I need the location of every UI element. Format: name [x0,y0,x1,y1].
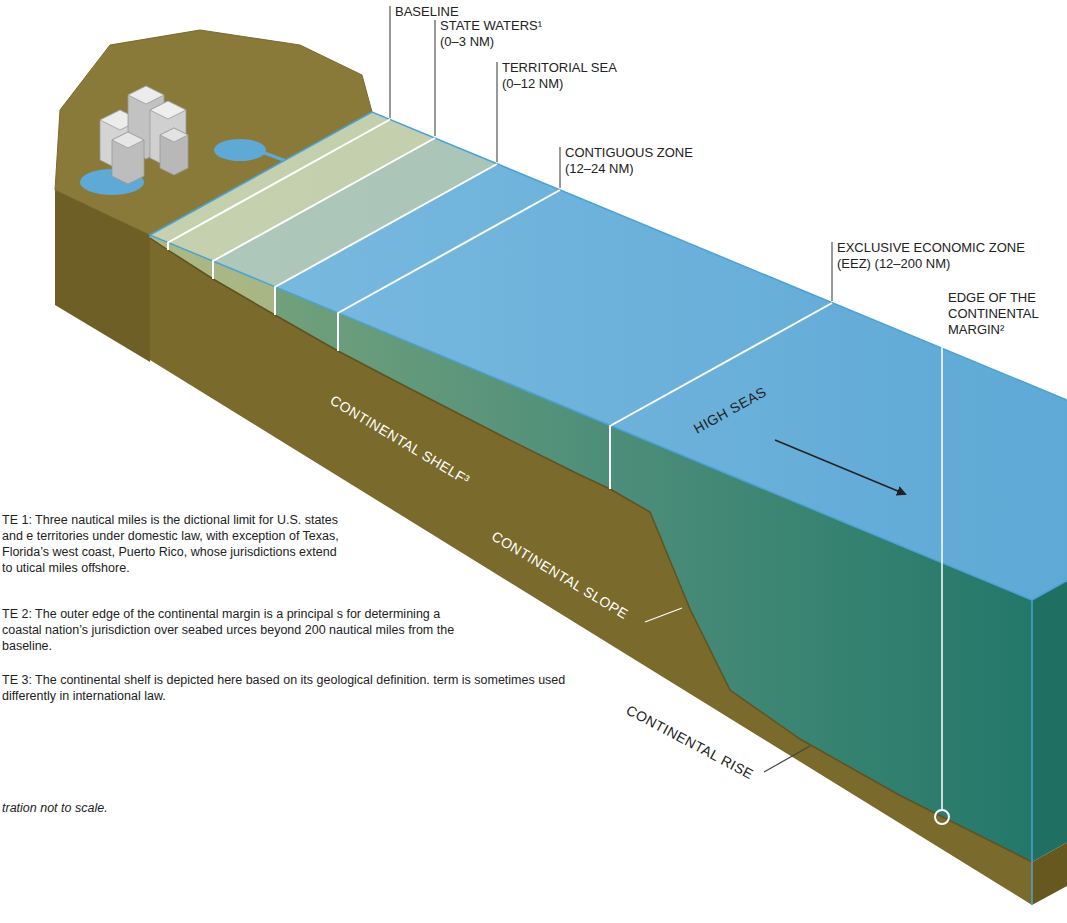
zone-label: EXCLUSIVE ECONOMIC ZONE (EEZ) (12–200 NM… [837,240,1062,272]
footnote: TE 2: The outer edge of the continental … [2,606,467,654]
margin-marker [935,810,949,824]
zone-label: CONTIGUOUS ZONE (12–24 NM) [565,145,705,177]
footnote: TE 3: The continental shelf is depicted … [2,672,602,704]
footnote: TE 1: Three nautical miles is the dictio… [2,512,342,576]
land-side [55,190,150,362]
block-outline [1032,581,1067,600]
high-seas-arrow [775,440,905,494]
block-outline [150,235,1032,905]
margin-leader [941,292,943,809]
seabed-cross-section [150,238,1032,905]
baseline-label: BASELINE [395,4,459,20]
city-buildings [100,86,188,184]
zone-boundary-lines [168,120,832,490]
water-end-face [1032,581,1067,862]
margin-label: EDGE OF THE CONTINENTAL MARGIN² [948,290,1048,338]
zone-label: STATE WATERS¹ (0–3 NM) [440,18,558,50]
rise-leader [764,746,810,772]
label-leaders [390,6,832,301]
seabed-end-face [1032,843,1067,905]
block-outline [150,112,1067,400]
zone-label: TERRITORIAL SEA (0–12 NM) [502,60,634,92]
lake [214,139,266,161]
state-waters-tint [150,112,435,261]
slope-leader [645,608,682,622]
footnote: tration not to scale. [2,800,302,816]
